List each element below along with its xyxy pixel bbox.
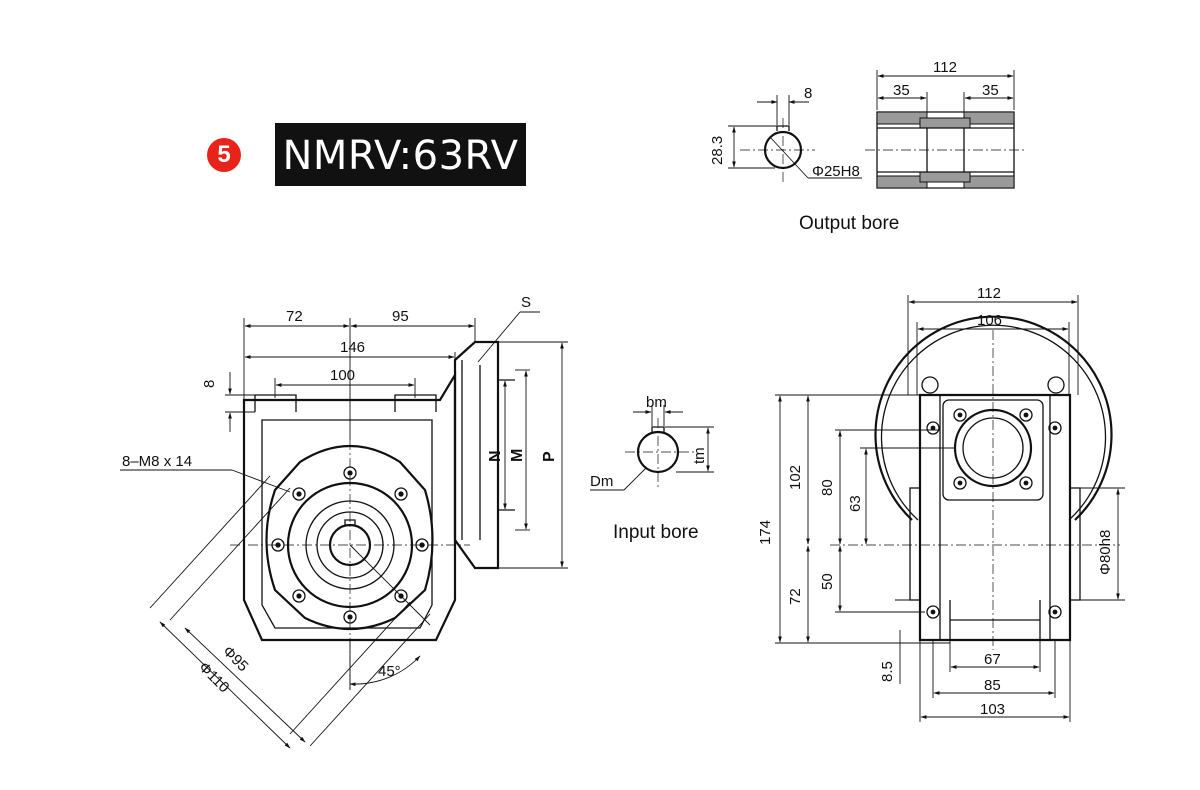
output-right-section-label: 35: [982, 82, 999, 99]
front-dim-72: 72: [286, 308, 303, 325]
model-title: NMRV:63RV: [282, 133, 519, 179]
output-flange-body: [265, 445, 434, 631]
front-view-diagram: N M P S: [120, 294, 568, 749]
output-bore-diameter-label: Φ25H8: [812, 163, 860, 180]
flange-n-label: N: [487, 450, 504, 462]
flange-s-label: S: [521, 294, 531, 311]
housing-outline: [242, 371, 457, 642]
side-flange-arc: [874, 315, 1113, 521]
side-dim-85: 85: [984, 677, 1001, 694]
output-length-label: 112: [933, 59, 957, 76]
input-key-height-label: tm: [691, 447, 708, 464]
output-bore-caption: Output bore: [799, 213, 899, 234]
item-number-badge: 5: [207, 138, 241, 172]
front-dim-146: 146: [340, 339, 365, 356]
input-bore-diagram: bm tm Dm Input bore: [590, 394, 714, 543]
input-key-width-label: bm: [646, 394, 667, 411]
side-dim-80: 80: [819, 479, 836, 496]
side-dim-63: 63: [847, 495, 864, 512]
side-dim-112: 112: [977, 285, 1001, 302]
flange-m-label: M: [509, 449, 526, 462]
side-shaft-diameter: Φ80h8: [1097, 530, 1114, 575]
output-key-width-label: 8: [804, 85, 812, 102]
side-dim-8-5: 8.5: [879, 661, 896, 682]
model-title-box: NMRV:63RV: [275, 123, 526, 186]
front-angle-label: 45°: [378, 663, 401, 680]
side-dim-103: 103: [980, 701, 1005, 718]
input-diameter-label: Dm: [590, 473, 613, 490]
output-left-section-label: 35: [893, 82, 910, 99]
output-bore-diagram: 8 28.3 Φ25H8: [709, 59, 1024, 234]
side-dim-102: 102: [787, 465, 804, 490]
side-dim-174: 174: [757, 520, 774, 545]
front-dim-95: 95: [392, 308, 409, 325]
thread-spec-label: 8–M8 x 14: [122, 453, 192, 470]
side-dim-72: 72: [787, 588, 804, 605]
front-dim-100: 100: [330, 367, 355, 384]
side-dim-106: 106: [977, 312, 1002, 329]
output-key-height-label: 28.3: [709, 136, 726, 165]
front-dim-8: 8: [201, 380, 218, 388]
front-dia-110: Φ110: [195, 659, 232, 696]
flange-p-label: P: [541, 451, 558, 462]
side-view-diagram: 112 106 174 102 72 80 63 50: [757, 285, 1125, 722]
side-dim-50: 50: [819, 573, 836, 590]
input-bore-caption: Input bore: [613, 522, 699, 543]
side-dim-67: 67: [984, 651, 1001, 668]
front-dia-95: Φ95: [219, 643, 251, 675]
